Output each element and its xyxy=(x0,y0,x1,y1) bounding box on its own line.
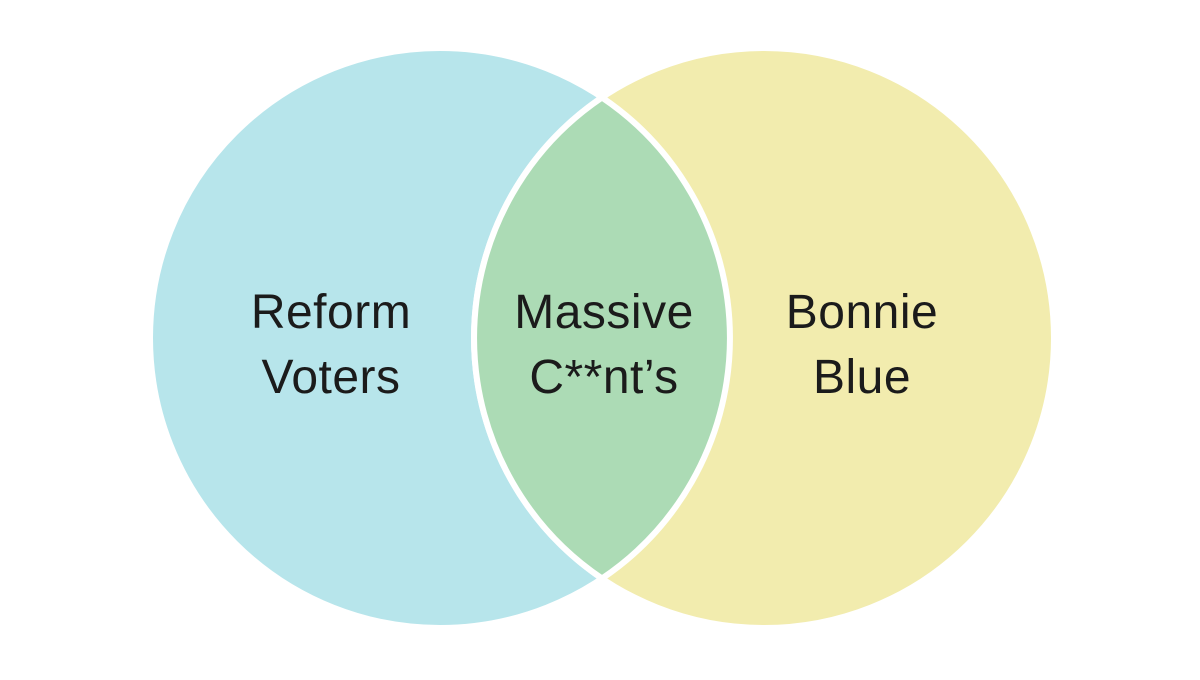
intersection-label: Massive C**nt’s xyxy=(514,280,694,410)
right-circle-label: Bonnie Blue xyxy=(786,280,938,410)
intersection-lens xyxy=(471,94,733,582)
left-circle-label-line1: Reform xyxy=(250,286,412,339)
left-circle-label-line2: Voters xyxy=(261,351,401,404)
left-circle-label: Reform Voters xyxy=(251,280,411,410)
intersection-label-line2: C**nt’s xyxy=(529,351,679,404)
intersection-label-line1: Massive xyxy=(514,286,694,339)
right-circle-label-line1: Bonnie xyxy=(785,286,939,339)
right-circle-label-line2: Blue xyxy=(812,351,912,404)
